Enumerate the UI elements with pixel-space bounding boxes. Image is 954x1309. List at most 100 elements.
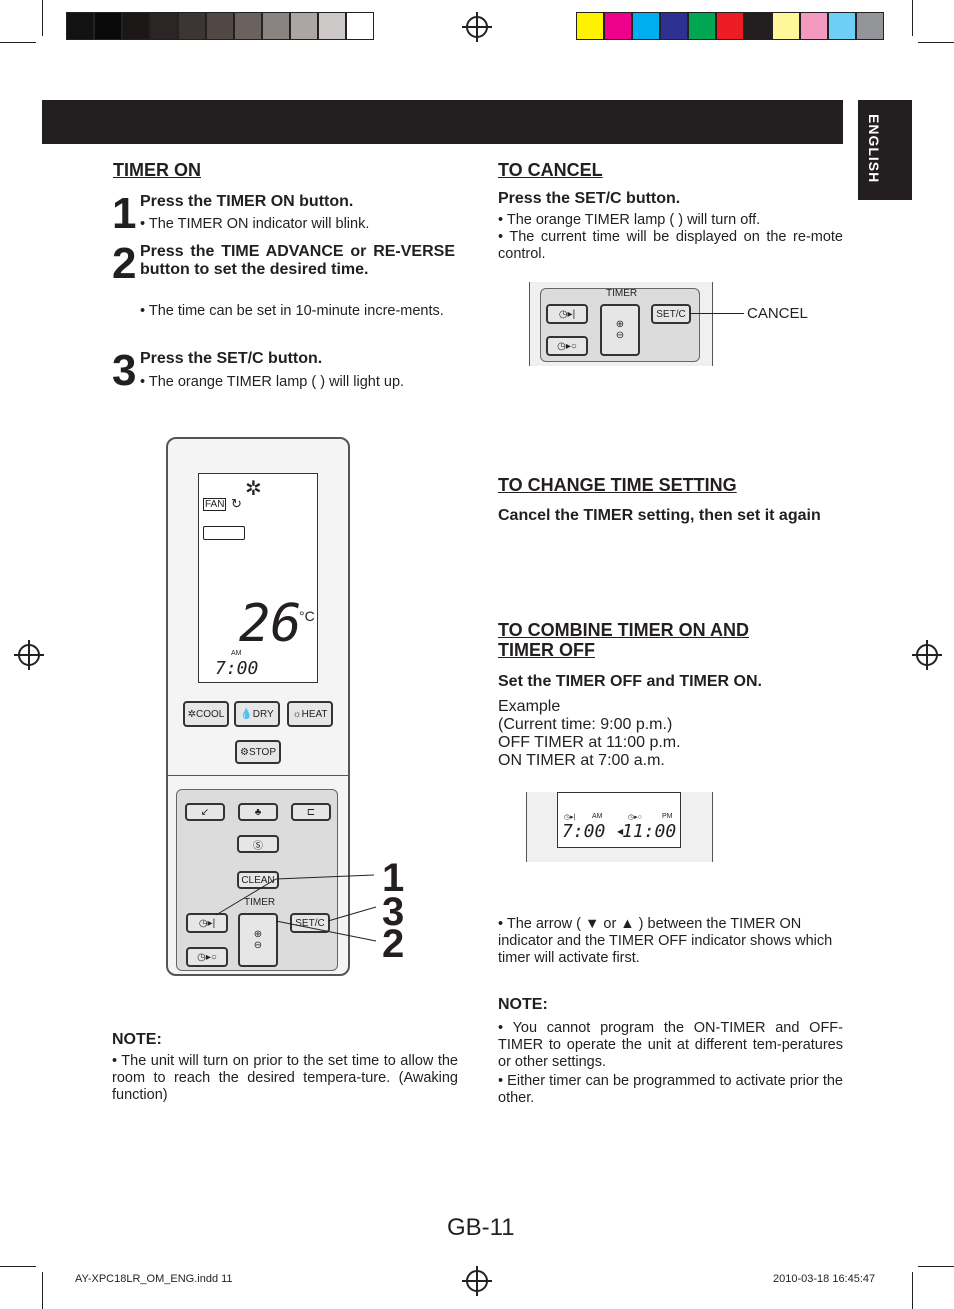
- dry-button[interactable]: 💧DRY: [234, 701, 280, 727]
- combine-heading: Set the TIMER OFF and TIMER ON.: [498, 673, 762, 690]
- lcd-timer-on-icon: ◷▸|: [564, 814, 576, 821]
- footer-file: AY-XPC18LR_OM_ENG.indd 11: [75, 1273, 233, 1285]
- crop-mark: [42, 0, 43, 36]
- color-swatch: [716, 12, 744, 40]
- crop-mark: [42, 1272, 43, 1309]
- footer-date: 2010-03-18 16:45:47: [773, 1273, 876, 1285]
- set-c-button[interactable]: SET/C: [290, 913, 330, 933]
- fan-label: FAN: [203, 498, 227, 511]
- lcd-temperature: 26: [239, 594, 302, 654]
- crop-mark: [0, 1266, 36, 1267]
- gray-swatch: [206, 12, 234, 40]
- example-line: ON TIMER at 7:00 a.m.: [498, 752, 665, 769]
- fan-speed-icon: ↻: [231, 496, 242, 511]
- color-swatch: [800, 12, 828, 40]
- remote-control: ✲ FAN ↻ 26 °C AM 7:00 ✲COOL 💧DRY ☼HEAT ⚙…: [166, 437, 350, 976]
- registration-mark-icon: [14, 640, 44, 670]
- change-time-text: Cancel the TIMER setting, then set it ag…: [498, 507, 821, 524]
- combine-title-2: TIMER OFF: [498, 640, 595, 660]
- cool-button[interactable]: ✲COOL: [183, 701, 229, 727]
- lcd-off-time: 11:00: [622, 821, 677, 842]
- lcd-temp-unit: °C: [299, 608, 315, 624]
- note-title-right: NOTE:: [498, 996, 548, 1013]
- note-title-left: NOTE:: [112, 1031, 162, 1048]
- language-tab: ENGLISH: [858, 100, 912, 200]
- color-swatch: [660, 12, 688, 40]
- step-1-heading: Press the TIMER ON button.: [140, 193, 354, 210]
- divider: [168, 775, 348, 776]
- fan-snowflake-icon: ✲: [245, 478, 262, 500]
- step-1-number: 1: [112, 189, 137, 238]
- cancel-timer-label: TIMER: [606, 288, 638, 299]
- callout-lines: [215, 874, 377, 942]
- cancel-time-adjust-button[interactable]: ⊕⊖: [600, 304, 640, 356]
- lcd-time: 7:00: [215, 658, 259, 679]
- example-line: OFF TIMER at 11:00 p.m.: [498, 734, 681, 751]
- step-2-heading: Press the TIME ADVANCE or RE-VERSE butto…: [140, 243, 455, 278]
- color-swatch: [828, 12, 856, 40]
- cancel-remote-crop: TIMER ◷▸| ◷▸○ ⊕⊖ SET/C: [529, 282, 713, 366]
- language-label: ENGLISH: [866, 114, 882, 184]
- lcd-am: AM: [231, 650, 242, 657]
- s-button[interactable]: Ⓢ: [237, 835, 279, 853]
- to-cancel-bullet-1: • The orange TIMER lamp ( ) will turn of…: [498, 212, 761, 228]
- heat-button[interactable]: ☼HEAT: [287, 701, 333, 727]
- louver-icon: [203, 526, 245, 540]
- color-swatch: [772, 12, 800, 40]
- color-swatch: [576, 12, 604, 40]
- color-swatch: [744, 12, 772, 40]
- time-adjust-button[interactable]: ⊕⊖: [238, 913, 278, 967]
- cancel-label: CANCEL: [747, 305, 808, 322]
- gray-swatch: [346, 12, 374, 40]
- callout-1: 1: [382, 856, 405, 900]
- step-1-body: • The TIMER ON indicator will blink.: [140, 216, 370, 232]
- callout-3: 3: [382, 890, 405, 934]
- swing-button[interactable]: ↙: [185, 803, 225, 821]
- step-3-number: 3: [112, 346, 137, 395]
- cancel-set-c-button[interactable]: SET/C: [651, 304, 691, 324]
- combine-lcd-crop: ◷▸| AM ◷▸○ PM 7:00 ◀ 11:00: [526, 792, 713, 862]
- stop-button[interactable]: ⚙STOP: [235, 740, 281, 764]
- lcd-pm-label: PM: [662, 813, 673, 820]
- gray-swatch: [66, 12, 94, 40]
- fan-button[interactable]: ♣: [238, 803, 278, 821]
- gray-swatch: [178, 12, 206, 40]
- color-swatch: [856, 12, 884, 40]
- cancel-leader-line: [690, 313, 744, 314]
- crop-mark: [918, 42, 954, 43]
- to-cancel-title: TO CANCEL: [498, 160, 603, 180]
- gray-swatch: [150, 12, 178, 40]
- cancel-timer-off-button[interactable]: ◷▸○: [546, 336, 588, 356]
- note-right-2: • Either timer can be programmed to acti…: [498, 1073, 843, 1106]
- color-swatch: [688, 12, 716, 40]
- to-cancel-heading: Press the SET/C button.: [498, 190, 681, 207]
- lcd-timer-off-icon: ◷▸○: [628, 814, 642, 821]
- cancel-timer-on-button[interactable]: ◷▸|: [546, 304, 588, 324]
- crop-mark: [0, 42, 36, 43]
- callout-2: 2: [382, 922, 405, 966]
- combine-example: Example (Current time: 9:00 p.m.) OFF TI…: [498, 698, 681, 770]
- crop-mark: [912, 1272, 913, 1309]
- gray-swatch: [94, 12, 122, 40]
- arrow-explanation: • The arrow ( ▼ or ▲ ) between the TIMER…: [498, 916, 833, 966]
- page-number: GB-11: [447, 1214, 515, 1241]
- combine-lcd: ◷▸| AM ◷▸○ PM 7:00 ◀ 11:00: [557, 792, 681, 848]
- note-right-1: • You cannot program the ON-TIMER and OF…: [498, 1020, 843, 1070]
- ion-button[interactable]: ⊏: [291, 803, 331, 821]
- step-3-body: • The orange TIMER lamp ( ) will light u…: [140, 374, 405, 390]
- timer-off-button[interactable]: ◷▸○: [186, 947, 228, 967]
- gray-swatch: [262, 12, 290, 40]
- timer-label: TIMER: [244, 897, 276, 908]
- registration-mark-icon: [912, 640, 942, 670]
- change-time-title: TO CHANGE TIME SETTING: [498, 475, 737, 495]
- timer-on-button[interactable]: ◷▸|: [186, 913, 228, 933]
- gray-swatch: [318, 12, 346, 40]
- registration-mark-icon: [462, 1266, 492, 1296]
- registration-mark-icon: [462, 12, 492, 42]
- combine-title-1: TO COMBINE TIMER ON AND: [498, 620, 749, 640]
- example-line: Example: [498, 698, 561, 715]
- step-3-heading: Press the SET/C button.: [140, 350, 323, 367]
- clean-button[interactable]: CLEAN: [237, 871, 279, 889]
- color-swatch: [632, 12, 660, 40]
- step-2-body: • The time can be set in 10-minute incre…: [140, 303, 444, 319]
